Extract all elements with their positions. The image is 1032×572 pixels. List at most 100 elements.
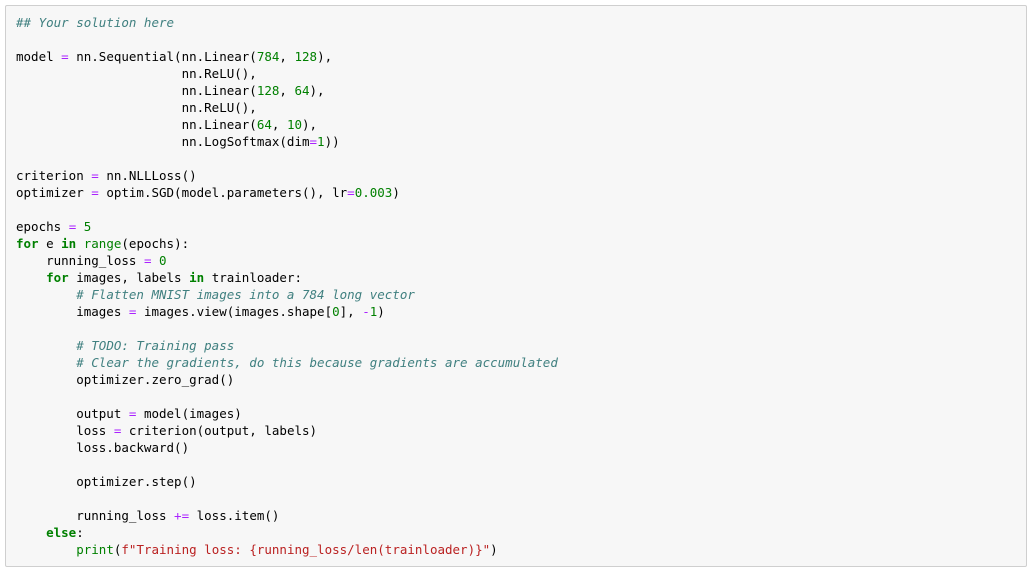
code-line: for e in range(epochs): (16, 235, 1016, 252)
code-token-plain: nn.Linear( (16, 83, 257, 98)
code-token-keyword: in (61, 236, 77, 251)
code-token-plain: ], (339, 304, 363, 319)
code-line: running_loss += loss.item() (16, 507, 1016, 524)
code-line (16, 490, 1016, 507)
code-token-keyword: for (46, 270, 69, 285)
code-token-plain (16, 525, 46, 540)
code-line: # Flatten MNIST images into a 784 long v… (16, 286, 1016, 303)
code-token-plain: model (16, 49, 62, 64)
code-token-plain: nn.NLLLoss() (98, 168, 197, 183)
code-token-builtin: range (83, 236, 122, 251)
code-token-number: 1 (317, 134, 325, 149)
code-line: nn.Linear(64, 10), (16, 116, 1016, 133)
code-token-number: 5 (83, 219, 92, 234)
code-token-plain (16, 270, 46, 285)
code-line: # Clear the gradients, do this because g… (16, 354, 1016, 371)
code-line: epochs = 5 (16, 218, 1016, 235)
code-token-plain: loss (16, 423, 114, 438)
code-line: loss.backward() (16, 439, 1016, 456)
code-token-plain: trainloader: (204, 270, 303, 285)
code-token-plain (76, 236, 84, 251)
code-line: for images, labels in trainloader: (16, 269, 1016, 286)
code-token-plain: (epochs): (121, 236, 190, 251)
code-token-plain: e (38, 236, 62, 251)
code-token-plain: optimizer.zero_grad() (16, 372, 235, 387)
code-token-operator: - (362, 304, 370, 319)
code-line (16, 320, 1016, 337)
code-token-comment: # Clear the gradients, do this because g… (76, 355, 558, 370)
code-token-number: 0 (332, 304, 340, 319)
code-token-number: 0 (159, 253, 167, 268)
code-token-plain (151, 253, 159, 268)
code-token-plain (16, 355, 76, 370)
code-token-plain: loss.backward() (16, 440, 190, 455)
code-block: ## Your solution here model = nn.Sequent… (16, 14, 1016, 558)
code-token-builtin: print (76, 542, 114, 557)
code-token-comment: # TODO: Training pass (76, 338, 235, 353)
code-token-plain: ) (490, 542, 498, 557)
code-token-number: 1 (369, 304, 378, 319)
code-token-plain: ), (302, 117, 318, 132)
code-token-operator: = (91, 168, 99, 183)
code-token-operator: = (128, 406, 137, 421)
code-token-number: 128 (294, 49, 318, 64)
code-token-plain: output (16, 406, 129, 421)
code-line: output = model(images) (16, 405, 1016, 422)
code-token-plain: optimizer (16, 185, 92, 200)
code-token-plain: criterion (16, 168, 92, 183)
code-token-plain: model(images) (136, 406, 242, 421)
code-token-plain: ) (377, 304, 385, 319)
code-token-number: 10 (286, 117, 303, 132)
code-line: nn.Linear(128, 64), (16, 82, 1016, 99)
code-line: nn.LogSoftmax(dim=1)) (16, 133, 1016, 150)
code-token-comment: ## Your solution here (16, 15, 175, 30)
code-token-plain: nn.Linear( (16, 117, 257, 132)
code-line: ## Your solution here (16, 14, 1016, 31)
code-line: print(f"Training loss: {running_loss/len… (16, 541, 1016, 558)
notebook-code-cell[interactable]: ## Your solution here model = nn.Sequent… (5, 5, 1027, 567)
code-token-plain: ) (392, 185, 400, 200)
code-token-keyword: in (189, 270, 205, 285)
code-token-number: 64 (294, 83, 310, 98)
code-token-plain (16, 542, 76, 557)
code-token-comment: # Flatten MNIST images into a 784 long v… (76, 287, 415, 302)
code-token-keyword: for (16, 236, 39, 251)
code-token-plain: loss.item() (189, 508, 280, 523)
code-token-plain (16, 287, 76, 302)
code-token-plain: images, labels (68, 270, 190, 285)
code-token-plain: images.view(images.shape[ (136, 304, 333, 319)
code-token-plain: ( (113, 542, 122, 557)
code-line: # TODO: Training pass (16, 337, 1016, 354)
code-token-plain: running_loss (16, 253, 144, 268)
code-token-operator: = (68, 219, 77, 234)
code-token-plain: nn.ReLU(), (16, 100, 257, 115)
code-line: images = images.view(images.shape[0], -1… (16, 303, 1016, 320)
code-token-plain: epochs (16, 219, 69, 234)
code-token-operator: = (347, 185, 355, 200)
code-line: criterion = nn.NLLLoss() (16, 167, 1016, 184)
code-token-plain: , (279, 49, 295, 64)
code-token-operator: = (309, 134, 318, 149)
code-token-plain: : (76, 525, 84, 540)
code-line (16, 201, 1016, 218)
code-token-operator: = (143, 253, 152, 268)
code-token-plain: running_loss (16, 508, 175, 523)
code-token-number: 128 (256, 83, 280, 98)
code-line: optimizer.step() (16, 473, 1016, 490)
code-token-operator: = (61, 49, 69, 64)
code-line: model = nn.Sequential(nn.Linear(784, 128… (16, 48, 1016, 65)
code-line: optimizer.zero_grad() (16, 371, 1016, 388)
code-line: nn.ReLU(), (16, 65, 1016, 82)
code-token-plain: , (271, 117, 287, 132)
code-line: else: (16, 524, 1016, 541)
code-line: loss = criterion(output, labels) (16, 422, 1016, 439)
code-token-keyword: else (46, 525, 77, 540)
code-line (16, 456, 1016, 473)
code-token-plain: optim.SGD(model.parameters(), lr (98, 185, 348, 200)
code-token-plain: images (16, 304, 129, 319)
code-token-number: 0.003 (354, 185, 393, 200)
code-token-operator: = (91, 185, 99, 200)
code-token-plain (76, 219, 84, 234)
code-line: nn.ReLU(), (16, 99, 1016, 116)
code-token-operator: += (174, 508, 190, 523)
